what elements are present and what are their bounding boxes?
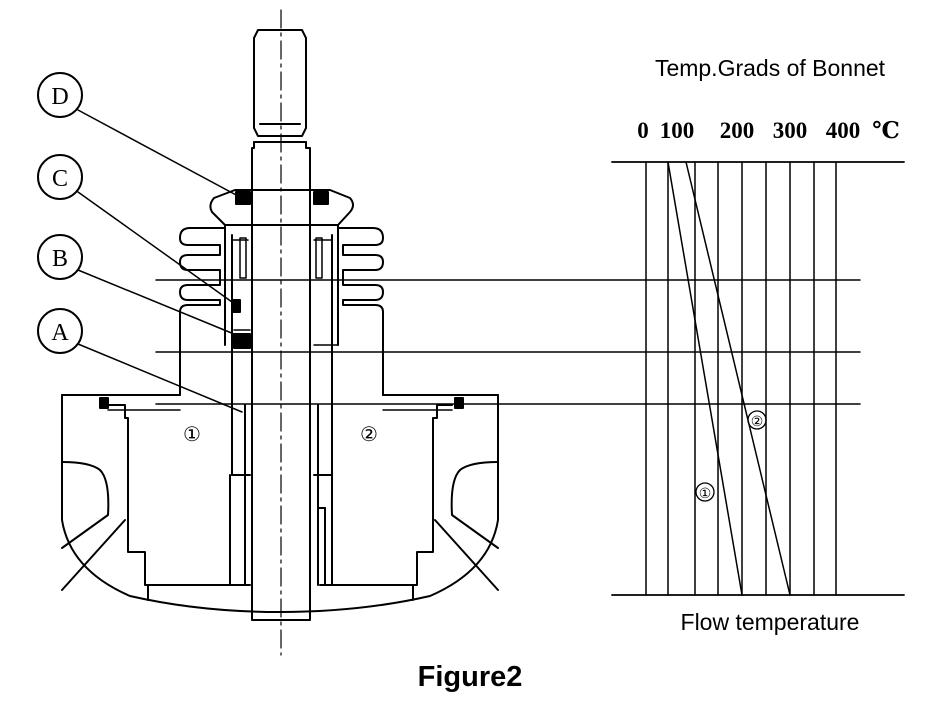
scale-tick-100: 100 bbox=[660, 118, 695, 143]
zone-label-2: ② bbox=[360, 424, 378, 446]
curve-label-2: ② bbox=[751, 415, 764, 430]
curve-label-circle-2 bbox=[747, 410, 767, 430]
curve-1 bbox=[667, 161, 743, 596]
graph-footer: Flow temperature bbox=[681, 609, 860, 635]
valve-stem bbox=[251, 9, 311, 656]
callout-letter-c: C bbox=[52, 166, 68, 192]
graph-gridlines bbox=[645, 161, 837, 596]
callout-letter-d: D bbox=[51, 84, 68, 110]
temperature-graph bbox=[611, 161, 905, 596]
zone-label-1: ① bbox=[183, 424, 201, 446]
scale-tick-0: 0 bbox=[637, 118, 649, 143]
reference-lines bbox=[155, 279, 861, 405]
scale-tick-400: 400 bbox=[826, 118, 861, 143]
scale-unit-celsius: ℃ bbox=[872, 118, 900, 143]
callout-circle-b bbox=[37, 234, 83, 280]
callout-circle-c bbox=[37, 154, 83, 200]
callout-circles bbox=[37, 72, 83, 354]
bonnet bbox=[179, 189, 384, 476]
graph-title: Temp.Grads of Bonnet bbox=[655, 55, 886, 81]
callout-circle-a bbox=[37, 308, 83, 354]
curve-2 bbox=[685, 161, 791, 596]
scale-tick-200: 200 bbox=[720, 118, 755, 143]
callout-letter-b: B bbox=[52, 246, 68, 272]
figure-caption: Figure2 bbox=[418, 661, 523, 693]
curve-label-circle-1 bbox=[695, 482, 715, 502]
callout-circle-d bbox=[37, 72, 83, 118]
scale-tick-300: 300 bbox=[773, 118, 808, 143]
valve-body bbox=[61, 394, 499, 613]
callout-letter-a: A bbox=[51, 320, 69, 346]
curve-label-1: ① bbox=[699, 487, 712, 502]
callout-leaders bbox=[77, 109, 243, 413]
